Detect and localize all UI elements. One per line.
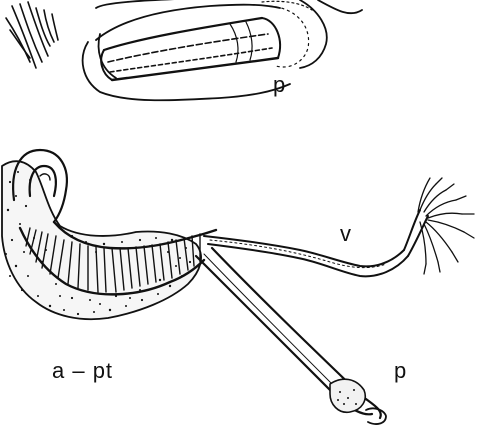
glandular-mass: [2, 161, 201, 319]
vessel-v: [204, 178, 474, 276]
label-p-bottom: p: [394, 360, 406, 382]
label-a-pt: a – pt: [52, 360, 113, 382]
label-v: v: [340, 223, 351, 245]
top-drawing: [6, 0, 362, 100]
top-distal-lobe: [262, 1, 312, 67]
label-p-top: p: [273, 74, 285, 96]
duct-p: [196, 248, 386, 424]
fringed-tip: [418, 178, 474, 274]
top-tube: [101, 18, 280, 80]
top-fibers: [6, 2, 58, 68]
top-envelope: [83, 0, 362, 100]
